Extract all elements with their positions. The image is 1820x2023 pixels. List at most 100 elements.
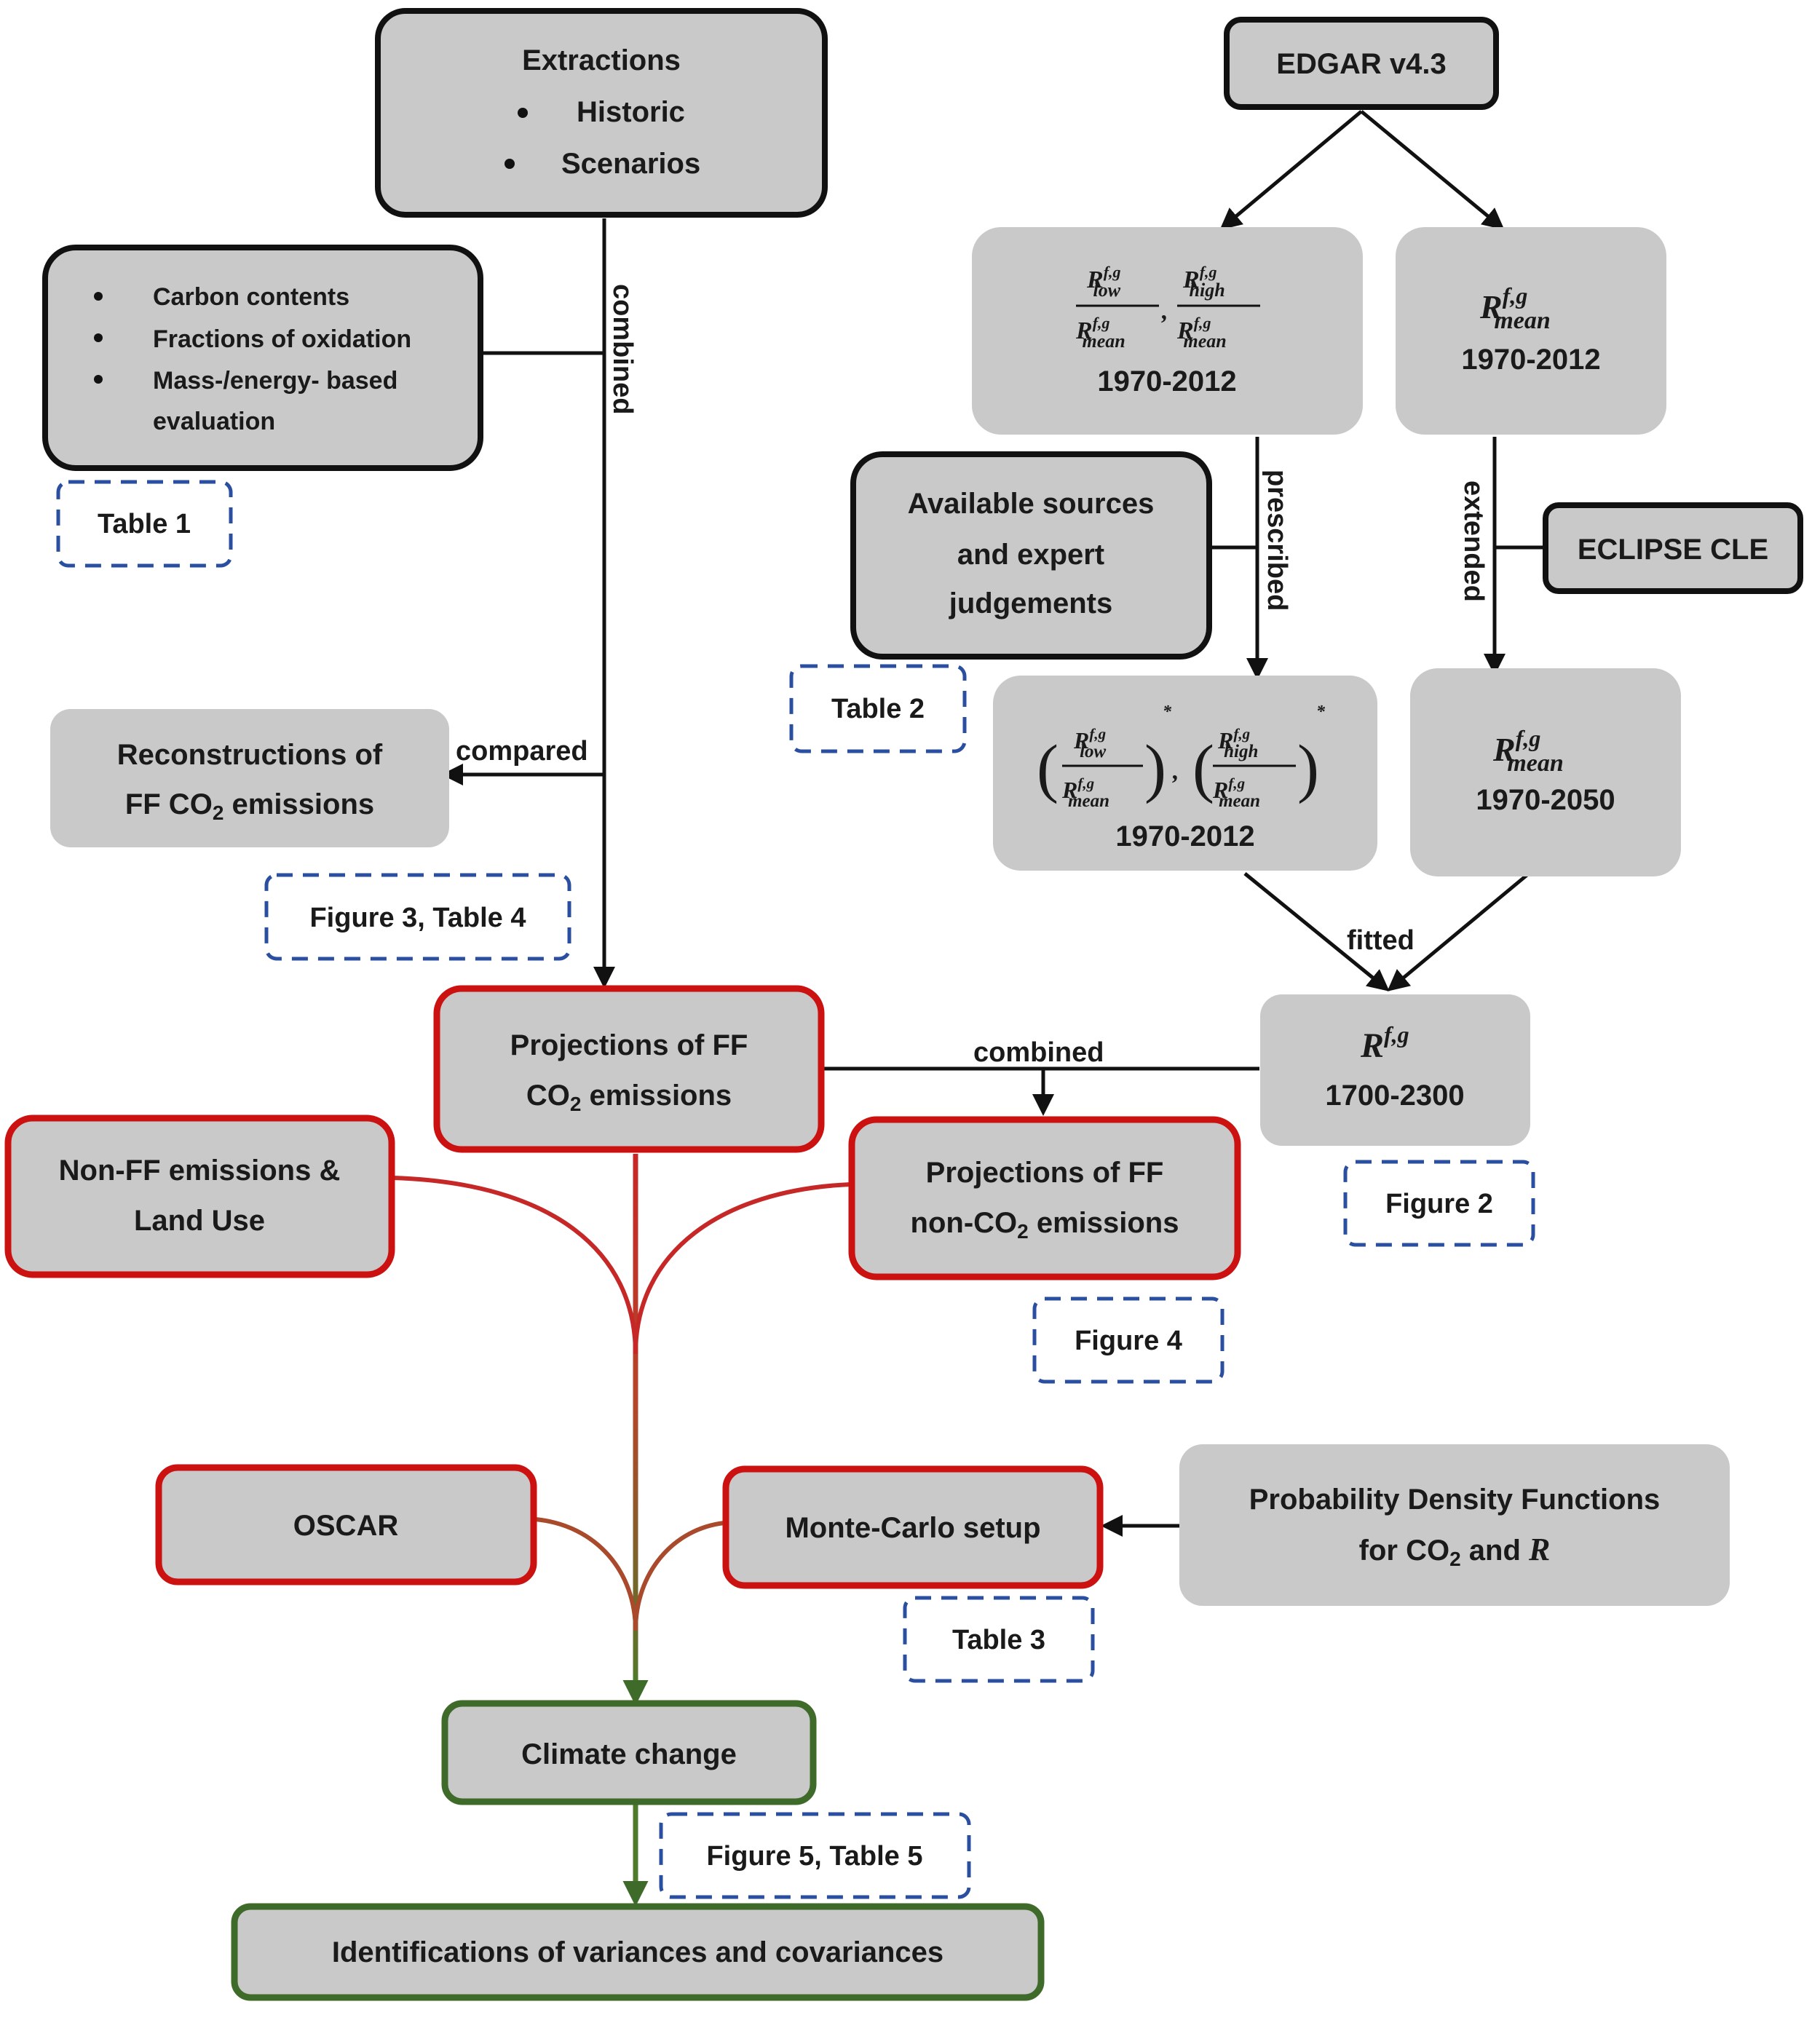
climate-label: Climate change [521, 1738, 737, 1770]
bullet-icon [505, 159, 515, 169]
pdf-line-1: Probability Density Functions [1249, 1484, 1661, 1516]
svg-text:,: , [1172, 758, 1179, 785]
available-line-2: and expert [957, 539, 1104, 571]
ref-fig3-table4: Figure 3, Table 4 [264, 873, 571, 961]
node-projections-co2: Projections of FF CO2 emissions [433, 985, 825, 1153]
svg-text:Figure 5, Table 5: Figure 5, Table 5 [706, 1841, 922, 1872]
extractions-item-scenarios: Scenarios [561, 148, 700, 180]
svg-text:(: ( [1192, 732, 1214, 804]
edgar-label: EDGAR v4.3 [1276, 48, 1446, 80]
node-available-sources: Available sources and expert judgements [850, 451, 1212, 660]
node-oscar: OSCAR [155, 1464, 537, 1585]
variances-label: Identifications of variances and covaria… [332, 1936, 943, 1968]
montecarlo-label: Monte-Carlo setup [785, 1512, 1040, 1544]
proj-nonco2-line-2: non-CO2 emissions [911, 1207, 1179, 1243]
edge-label-fitted: fitted [1347, 925, 1415, 956]
svg-text:Table 3: Table 3 [952, 1625, 1045, 1655]
carbon-item-oxidation: Fractions of oxidation [153, 325, 411, 353]
svg-text:Figure 3, Table 4: Figure 3, Table 4 [309, 903, 526, 933]
bullet-icon [94, 375, 103, 384]
star-mark: * [1316, 702, 1326, 721]
edge-label-extended: extended [1458, 480, 1489, 602]
ref-table1: Table 1 [56, 480, 233, 568]
edge-label-combined-horizontal: combined [973, 1037, 1104, 1068]
ref-figure4: Figure 4 [1032, 1296, 1224, 1384]
node-carbon-contents: Carbon contents Fractions of oxidation M… [42, 245, 483, 471]
rmean-years-2050: 1970-2050 [1476, 784, 1615, 816]
reconstructions-line-2: FF CO2 emissions [125, 788, 374, 824]
r-years-2300: 1700-2300 [1325, 1080, 1464, 1112]
eclipse-label: ECLIPSE CLE [1578, 534, 1768, 566]
extractions-item-historic: Historic [577, 96, 685, 128]
carbon-item-contents: Carbon contents [153, 283, 349, 311]
node-edgar: EDGAR v4.3 [1224, 17, 1499, 110]
edge-edgar-right [1360, 110, 1505, 230]
node-nonff: Non-FF emissions & Land Use [4, 1115, 395, 1278]
edge-branch-nonco2 [633, 1182, 851, 1355]
svg-text:): ) [1144, 732, 1166, 804]
ref-figure2: Figure 2 [1343, 1160, 1535, 1247]
node-variances: Identifications of variances and covaria… [231, 1903, 1045, 2001]
edge-branch-montecarlo [633, 1521, 725, 1631]
svg-text:): ) [1297, 732, 1319, 804]
nonff-line-1: Non-FF emissions & [59, 1155, 341, 1187]
ratios-years: 1970-2012 [1097, 365, 1236, 397]
pdf-line-2: for CO2 and R [1359, 1532, 1551, 1570]
reference-boxes: Table 1 Table 2 Figure 3, Table 4 Figure… [56, 480, 1535, 1899]
rmean-years-2012: 1970-2012 [1461, 344, 1600, 376]
svg-text:Table 2: Table 2 [831, 694, 925, 724]
bullet-icon [94, 333, 103, 342]
carbon-item-mass: Mass-/energy- based [153, 367, 397, 395]
star-mark: * [1163, 702, 1172, 721]
connectors [392, 110, 1543, 1907]
edge-label-prescribed: prescribed [1262, 470, 1292, 611]
bullet-icon [518, 108, 528, 118]
edge-fitted-right [1387, 872, 1530, 991]
svg-text:Rf,g: Rf,g [1360, 1021, 1409, 1065]
ref-fig5-table5: Figure 5, Table 5 [659, 1812, 971, 1899]
edge-label-combined-vertical: combined [607, 284, 638, 414]
node-projections-nonco2: Projections of FF non-CO2 emissions [848, 1116, 1241, 1280]
edge-fitted-left [1243, 872, 1390, 991]
bullet-icon [94, 292, 103, 301]
svg-text:Table 1: Table 1 [98, 509, 191, 539]
node-montecarlo: Monte-Carlo setup [722, 1465, 1104, 1589]
extractions-title: Extractions [522, 44, 681, 76]
node-eclipse: ECLIPSE CLE [1543, 502, 1803, 594]
edge-branch-oscar [534, 1517, 638, 1631]
edge-edgar-left [1219, 110, 1363, 230]
available-line-3: judgements [949, 587, 1112, 619]
reconstructions-line-1: Reconstructions of [117, 739, 383, 771]
proj-co2-line-1: Projections of FF [510, 1029, 748, 1061]
edge-label-compared: compared [456, 736, 588, 767]
svg-text:(: ( [1037, 732, 1059, 804]
svg-text:Figure 4: Figure 4 [1075, 1326, 1182, 1356]
svg-text:,: , [1161, 298, 1168, 325]
proj-co2-line-2: CO2 emissions [526, 1080, 732, 1115]
ref-table3: Table 3 [903, 1596, 1095, 1683]
svg-text:Figure 2: Figure 2 [1385, 1189, 1493, 1219]
edge-branch-nonff [392, 1176, 638, 1355]
available-line-1: Available sources [908, 488, 1155, 520]
ratios-star-years: 1970-2012 [1115, 820, 1254, 852]
nonff-line-2: Land Use [134, 1205, 265, 1237]
carbon-item-evaluation: evaluation [153, 408, 275, 435]
node-r-1700-2300: Rf,g 1700-2300 [1260, 994, 1530, 1146]
node-pdf: Probability Density Functions for CO2 an… [1179, 1444, 1730, 1606]
edge-labels: combined compared prescribed extended fi… [456, 284, 1489, 1068]
